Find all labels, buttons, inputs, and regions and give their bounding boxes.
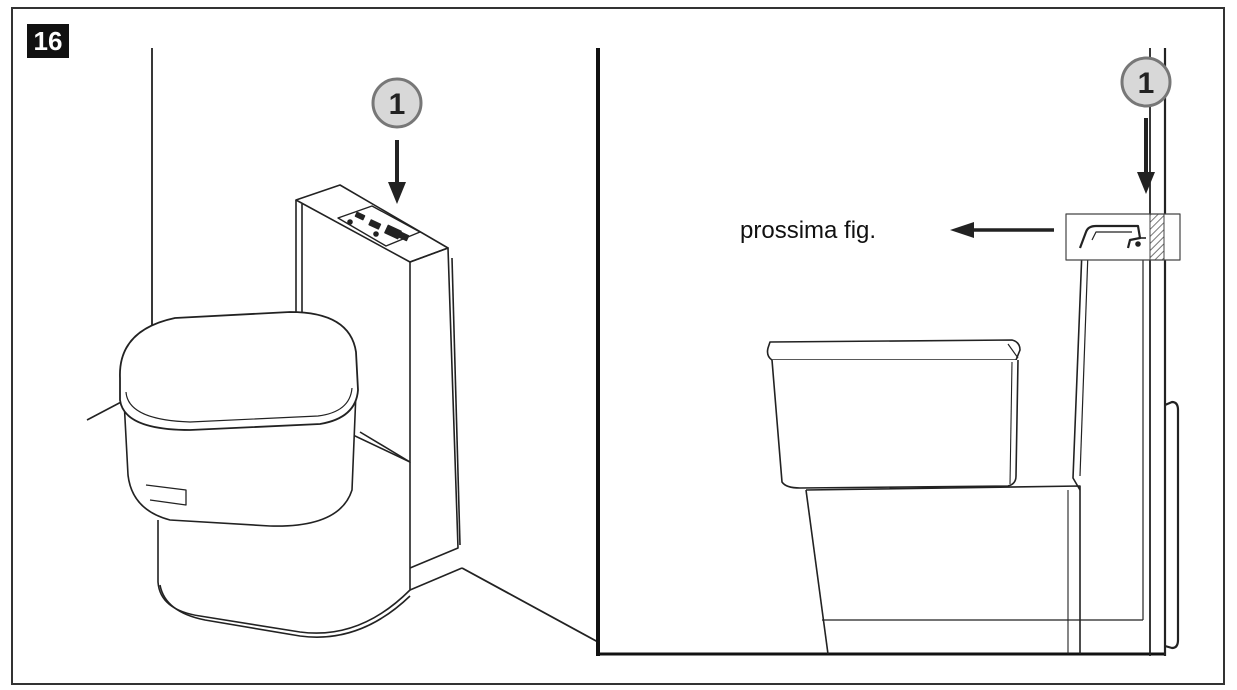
right-side-view-toilet	[766, 48, 1181, 656]
left-callout-arrowhead	[388, 182, 406, 204]
figure-number-badge: 16	[27, 24, 69, 58]
toilet-base	[157, 431, 411, 638]
right-callout: 1	[1120, 56, 1172, 194]
control-panel	[337, 205, 421, 247]
floor-line-right	[461, 567, 599, 643]
right-callout-number: 1	[1138, 67, 1155, 100]
toilet-lid	[119, 311, 359, 431]
next-figure-pointer: prossima fig.	[740, 217, 1054, 244]
left-callout-number: 1	[389, 88, 406, 121]
right-callout-arrowhead	[1137, 172, 1155, 194]
side-bowl	[771, 359, 1019, 489]
figure-number: 16	[34, 26, 63, 56]
side-lid	[766, 339, 1021, 361]
left-perspective-toilet	[86, 48, 599, 643]
detail-highlight-box	[1065, 213, 1181, 261]
wall-floor-line-left	[86, 399, 126, 421]
side-base	[805, 485, 1143, 655]
floor-line-mid	[409, 567, 463, 591]
wall-door	[1164, 400, 1180, 650]
next-figure-label: prossima fig.	[740, 217, 876, 244]
left-callout: 1	[371, 77, 423, 204]
next-figure-arrowhead	[950, 222, 974, 238]
figure-frame	[11, 7, 1225, 685]
